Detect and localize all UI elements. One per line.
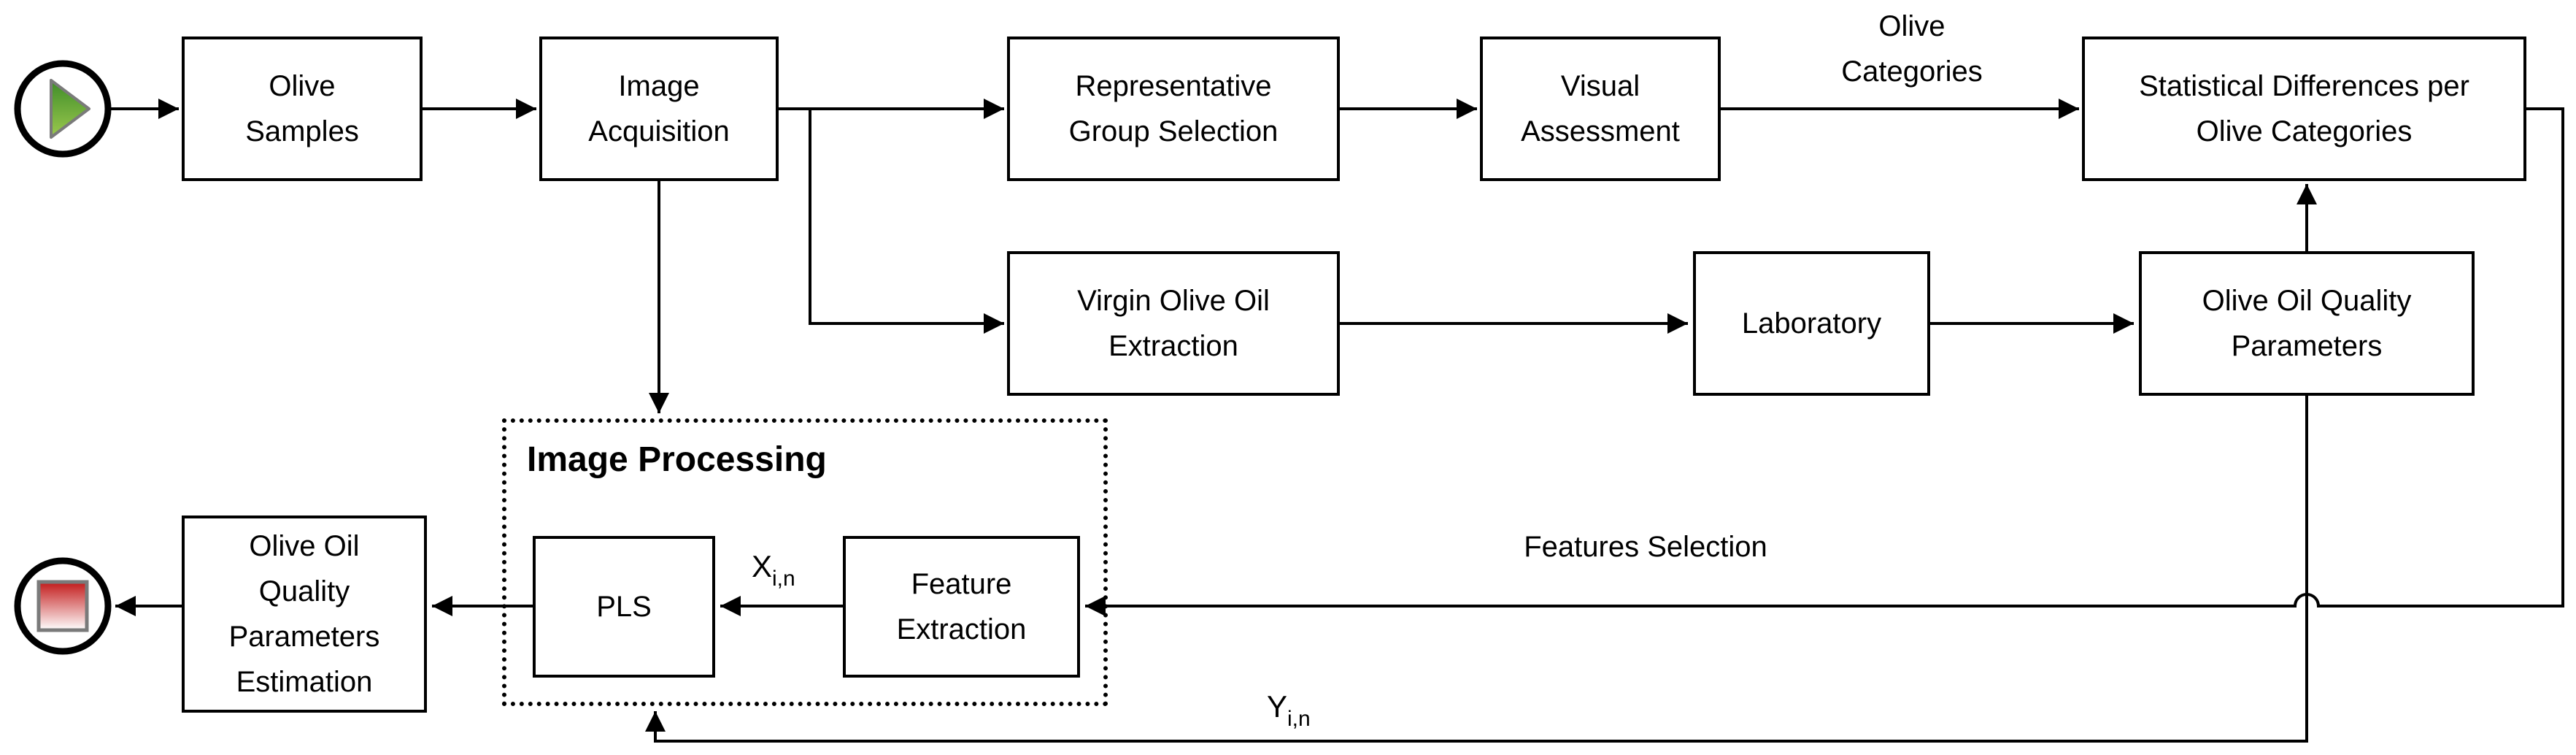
end-terminal: [14, 557, 112, 655]
edge-label-y-in: Yi,n: [1267, 689, 1311, 737]
x-subscript: i,n: [772, 567, 795, 591]
node-label: Group Selection: [1068, 115, 1279, 147]
node-label: Olive Oil Quality: [2202, 285, 2412, 317]
node-label: Estimation: [236, 666, 373, 698]
node-visual-assessment: Visual Assessment: [1480, 37, 1721, 181]
node-label: Virgin Olive Oil: [1077, 285, 1270, 317]
node-image-acquisition: Image Acquisition: [539, 37, 779, 181]
end-circle: [14, 557, 112, 655]
node-label: Olive Oil: [249, 530, 360, 562]
node-label: Olive: [269, 70, 336, 102]
node-label: Extraction: [1108, 330, 1238, 362]
red-stop-icon: [36, 580, 89, 632]
node-label: Statistical Differences per: [2139, 70, 2469, 102]
x-symbol: X: [752, 549, 773, 583]
edge-label-features-selection: Features Selection: [1524, 531, 1767, 563]
node-olive-oil-quality-parameters: Olive Oil Quality Parameters: [2139, 251, 2475, 396]
start-circle: [14, 60, 112, 158]
node-label: Extraction: [896, 613, 1027, 645]
node-olive-samples: Olive Samples: [182, 37, 423, 181]
node-label: Visual: [1560, 70, 1640, 102]
node-laboratory: Laboratory: [1693, 251, 1930, 396]
node-representative-group-selection: Representative Group Selection: [1007, 37, 1340, 181]
image-processing-title: Image Processing: [527, 440, 827, 479]
edge-label-x-in: Xi,n: [752, 549, 795, 597]
edge-label-line: Olive: [1878, 10, 1946, 42]
node-label: Assessment: [1521, 115, 1680, 147]
node-label: Acquisition: [588, 115, 730, 147]
start-terminal: [14, 60, 112, 158]
edge-label-line: Categories: [1841, 55, 1983, 88]
node-statistical-differences: Statistical Differences per Olive Catego…: [2082, 37, 2526, 181]
node-label: Feature: [911, 568, 1012, 600]
node-virgin-olive-oil-extraction: Virgin Olive Oil Extraction: [1007, 251, 1340, 396]
node-pls: PLS: [533, 536, 715, 678]
node-label: Samples: [245, 115, 359, 147]
node-label: Representative: [1075, 70, 1272, 102]
node-label: PLS: [596, 591, 652, 623]
node-label: Parameters: [228, 621, 380, 653]
node-label: Olive Categories: [2196, 115, 2413, 147]
edge-branch-to-virgin-olive-oil-extraction: [809, 109, 1004, 334]
green-play-icon: [50, 79, 90, 139]
node-label: Image: [618, 70, 700, 102]
node-feature-extraction: Feature Extraction: [843, 536, 1080, 678]
node-olive-oil-quality-parameters-estimation: Olive Oil Quality Parameters Estimation: [182, 516, 427, 713]
node-label: Laboratory: [1741, 307, 1882, 340]
node-label: Parameters: [2231, 330, 2383, 362]
edge-label-olive-categories: Olive Categories: [1802, 4, 2021, 94]
y-subscript: i,n: [1287, 707, 1311, 731]
y-symbol: Y: [1267, 689, 1288, 724]
node-label: Quality: [258, 575, 350, 608]
